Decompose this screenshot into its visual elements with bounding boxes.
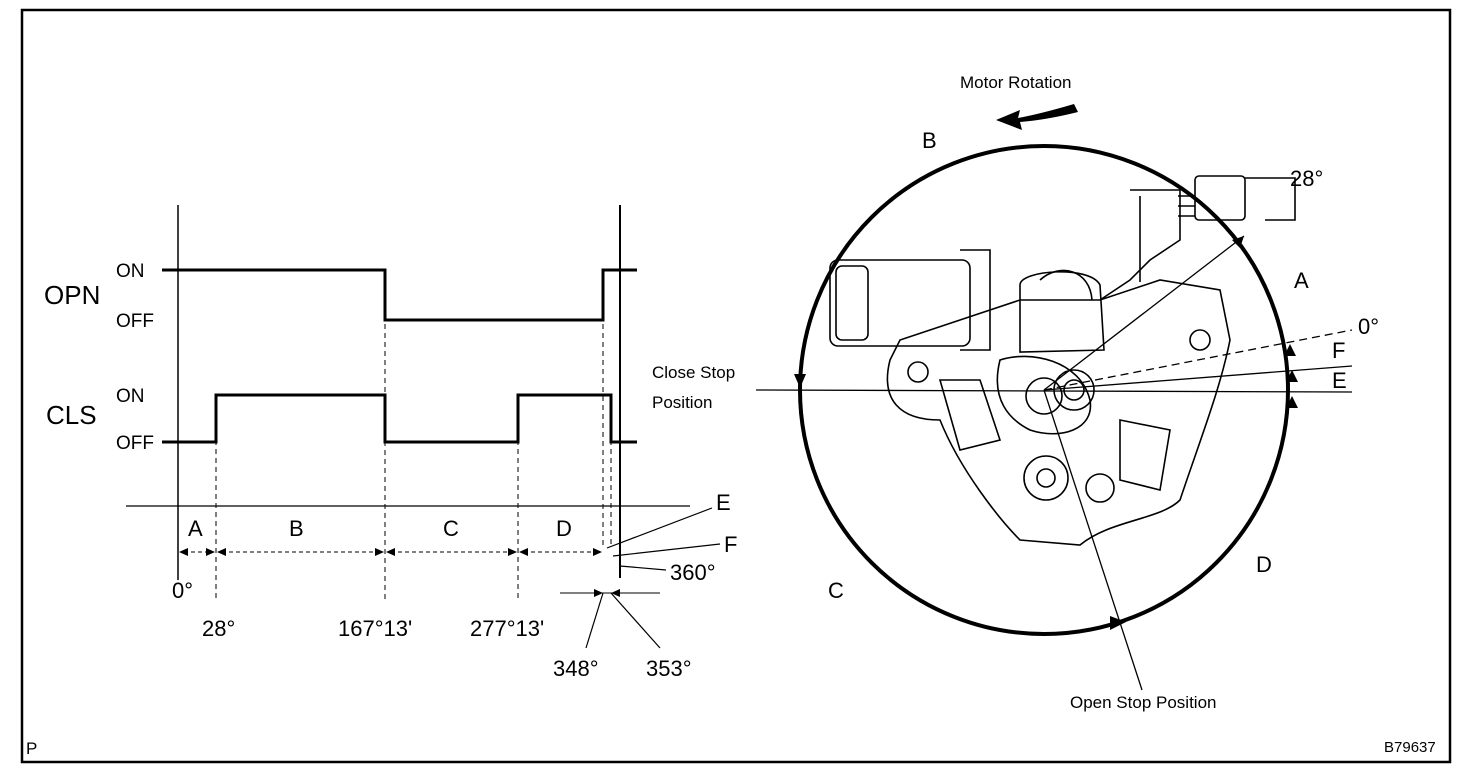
segment-label-a: A [188,516,203,541]
radial-lines [755,235,1353,691]
opn-waveform [162,268,637,322]
cls-signal-label: CLS [46,400,97,430]
arrow-heads [179,548,602,556]
wheel-angle-28: 28° [1290,166,1323,191]
figure-id: B79637 [1384,739,1436,756]
corner-label-p: P [26,739,37,758]
mechanism-illustration [829,175,1296,546]
segment-label-b: B [289,516,304,541]
line-close-stop [755,389,1353,393]
leader-e [606,507,713,549]
line-28deg [1043,235,1245,391]
line-f [1043,365,1353,391]
motor-wheel: Motor Rotation [652,73,1379,712]
cls-waveform [162,393,637,444]
angle-353: 353° [646,656,692,681]
line-0deg [1043,329,1353,391]
angle-277-13: 277°13' [470,616,544,641]
close-stop-label-line1: Close Stop [652,363,735,382]
timing-chart: OPN ON OFF CLS ON OFF A B C D [44,205,737,681]
angle-360: 360° [670,560,716,585]
line-open-stop [1043,389,1143,691]
figure-border [20,8,1452,764]
motor-rotation-label: Motor Rotation [960,73,1072,92]
wheel-angle-0: 0° [1358,314,1379,339]
cls-on-label: ON [116,386,145,407]
edge-label-e: E [716,490,731,515]
close-stop-label-line2: Position [652,393,712,412]
angle-0: 0° [172,578,193,603]
cls-off-label: OFF [116,433,154,454]
rotation-arrow [996,104,1078,130]
leader-f [612,543,721,557]
circle-arrowheads [794,236,1298,630]
leader-348 [585,592,604,649]
angle-348: 348° [553,656,599,681]
segment-label-c: C [443,516,459,541]
edge-label-f: F [724,532,737,557]
wheel-zone-a: A [1294,268,1309,293]
wheel-zone-c: C [828,578,844,603]
wheel-zone-b: B [922,128,937,153]
angle-167-13: 167°13' [338,616,412,641]
wheel-edge-e: E [1332,368,1347,393]
opn-off-label: OFF [116,311,154,332]
leader-360 [619,565,667,571]
leader-353 [610,592,661,649]
opn-signal-label: OPN [44,280,100,310]
segment-label-d: D [556,516,572,541]
angle-28: 28° [202,616,235,641]
open-stop-label: Open Stop Position [1070,693,1216,712]
opn-on-label: ON [116,261,145,282]
wheel-edge-f: F [1332,338,1345,363]
wheel-zone-d: D [1256,552,1272,577]
